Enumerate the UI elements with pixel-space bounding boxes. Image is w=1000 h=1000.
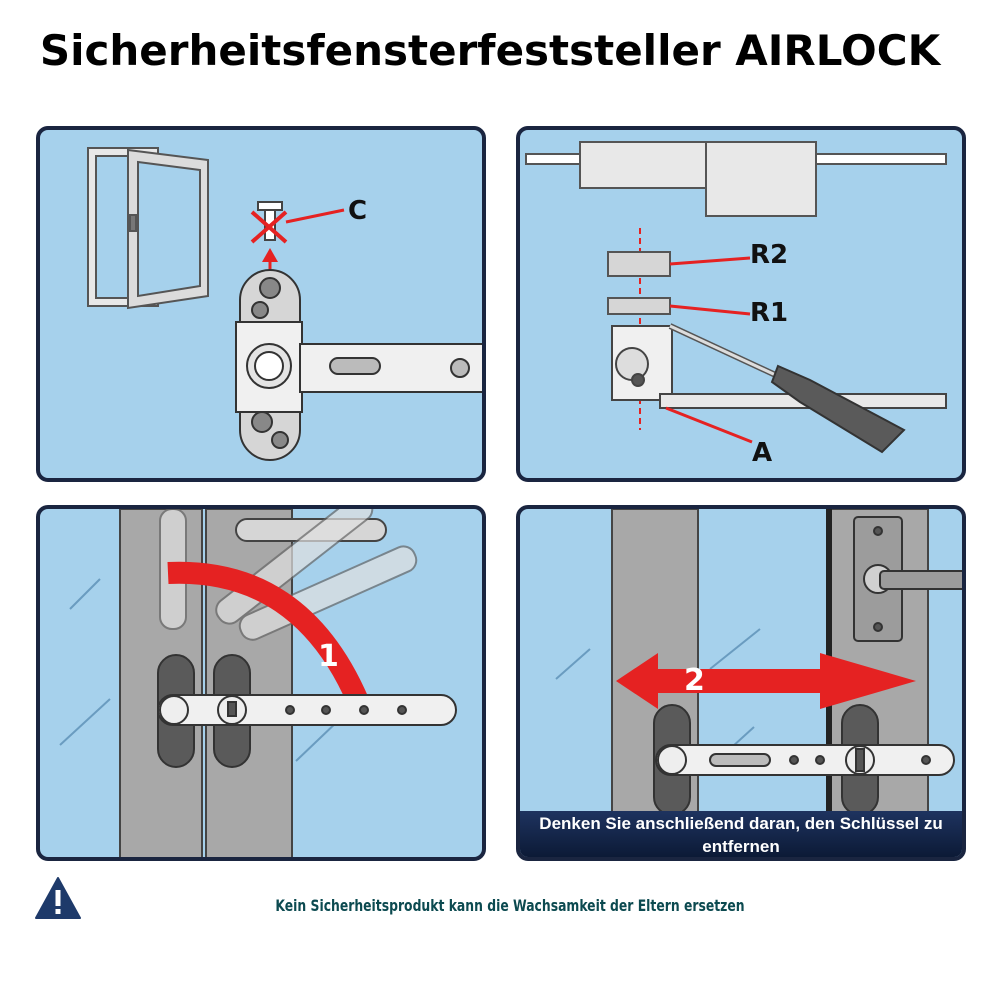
adjust-arm-illustration <box>555 509 962 857</box>
rings-screwdriver-illustration <box>525 141 947 454</box>
parental-disclaimer: Kein Sicherheitsprodukt kann die Wachsam… <box>275 896 745 915</box>
remove-key-reminder: Denken Sie anschließend daran, den Schlü… <box>520 811 962 857</box>
callout-a: A <box>752 438 773 468</box>
callout-r2: R2 <box>750 240 789 270</box>
callout-r1: R1 <box>750 298 789 328</box>
window-frame <box>525 141 947 217</box>
panel-step-rings: R2 R1 A <box>516 126 966 482</box>
lock-assembly <box>157 654 457 768</box>
door-handle-icon <box>853 516 962 642</box>
warning-triangle-icon <box>35 877 81 919</box>
ring-r1 <box>607 297 671 315</box>
panel-step-remove-screw: C <box>36 126 486 482</box>
rotate-arm-illustration <box>59 509 457 857</box>
panel-step-rotate-arm: 1 <box>36 505 486 861</box>
lock-body <box>235 269 482 461</box>
step-number-2: 2 <box>684 663 705 698</box>
screwdriver-icon <box>668 323 906 454</box>
cross-icon <box>250 210 288 244</box>
window-icon <box>87 147 209 310</box>
page-title: Sicherheitsfensterfeststeller AIRLOCK <box>39 26 941 75</box>
ring-r2 <box>607 251 671 277</box>
callout-c: C <box>348 196 368 226</box>
step-number-1: 1 <box>318 639 339 674</box>
panel-step-adjust: 2 Denken Sie anschließend daran, den Sch… <box>516 505 966 861</box>
lock-mount-illustration <box>87 147 482 461</box>
